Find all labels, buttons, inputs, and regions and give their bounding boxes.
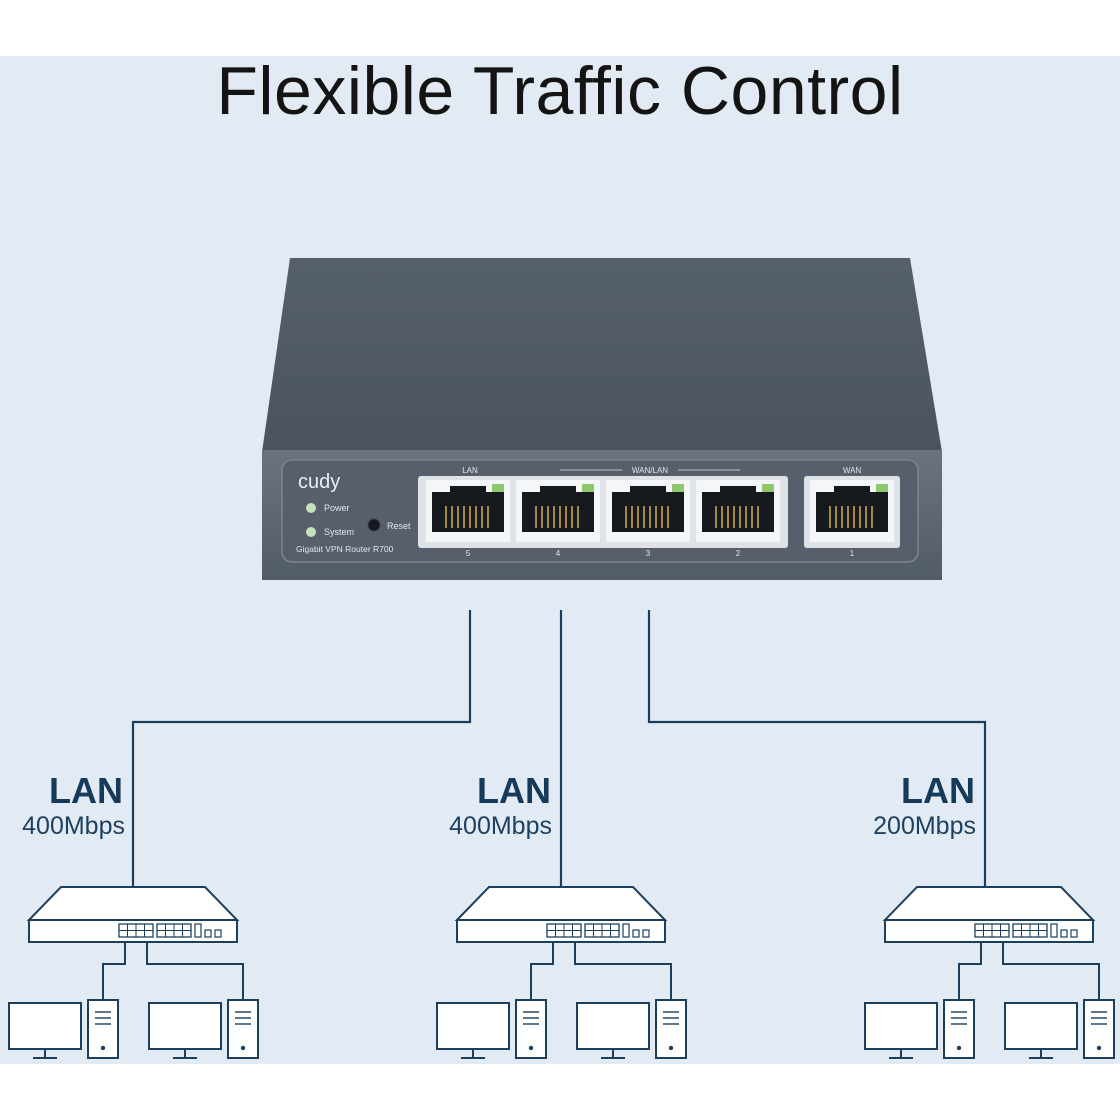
port-led [492,484,504,492]
lan-group-label: LAN [462,466,478,475]
ethernet-port-5[interactable]: 5 [426,480,510,558]
connection-line-right [647,610,987,887]
reset-button[interactable] [367,518,381,532]
rj45-socket-icon [612,486,684,532]
reset-label: Reset [387,521,411,531]
branch-speed-right: 200Mbps [873,812,976,840]
branch-speed-center: 400Mbps [449,812,552,840]
wan-group-label: WAN [843,466,862,475]
connection-lines [131,610,987,887]
branch-speed-left: 400Mbps [22,812,125,840]
switch-to-computer-lines [958,942,1100,1000]
system-label: System [324,527,354,537]
rj45-socket-icon [432,486,504,532]
wan-lan-group-label: WAN/LAN [632,466,668,475]
port-number: 2 [736,549,741,558]
router-top [262,258,942,452]
power-led [306,503,316,513]
power-label: Power [324,503,350,513]
computer-icon [864,999,975,1059]
port-led [582,484,594,492]
network-branch-3 [864,886,1115,1059]
ethernet-port-2[interactable]: 2 [696,480,780,558]
computer-icon [8,999,119,1059]
port-number: 1 [850,549,855,558]
router-brand-logo: cudy [298,471,340,493]
system-led [306,527,316,537]
switch-icon [454,886,668,943]
ethernet-ports: 5 4 3 2 1 [426,480,894,558]
rj45-socket-icon [702,486,774,532]
network-branches [8,886,1115,1059]
router: cudy Power System Reset Gigabit VPN Rout… [262,258,942,580]
ethernet-port-1[interactable]: 1 [810,480,894,558]
page-title: Flexible Traffic Control [216,53,904,129]
lan-port-housing [418,476,788,548]
computer-icon [436,999,547,1059]
switch-to-computer-lines [530,942,672,1000]
network-branch-2 [436,886,687,1059]
branch-label-right: LAN [901,770,975,811]
switch-icon [882,886,1096,943]
network-branch-1 [8,886,259,1059]
port-number: 3 [646,549,651,558]
port-led [672,484,684,492]
branch-label-left: LAN [49,770,123,811]
switch-icon [26,886,240,943]
port-number: 5 [466,549,471,558]
ethernet-port-3[interactable]: 3 [606,480,690,558]
ethernet-port-4[interactable]: 4 [516,480,600,558]
port-number: 4 [556,549,561,558]
computer-icon [576,999,687,1059]
rj45-socket-icon [816,486,888,532]
connection-line-left [131,610,472,887]
computer-icon [1004,999,1115,1059]
model-text: Gigabit VPN Router R700 [296,544,394,554]
branch-label-center: LAN [477,770,551,811]
switch-to-computer-lines [102,942,244,1000]
port-led [876,484,888,492]
port-led [762,484,774,492]
rj45-socket-icon [522,486,594,532]
computer-icon [148,999,259,1059]
